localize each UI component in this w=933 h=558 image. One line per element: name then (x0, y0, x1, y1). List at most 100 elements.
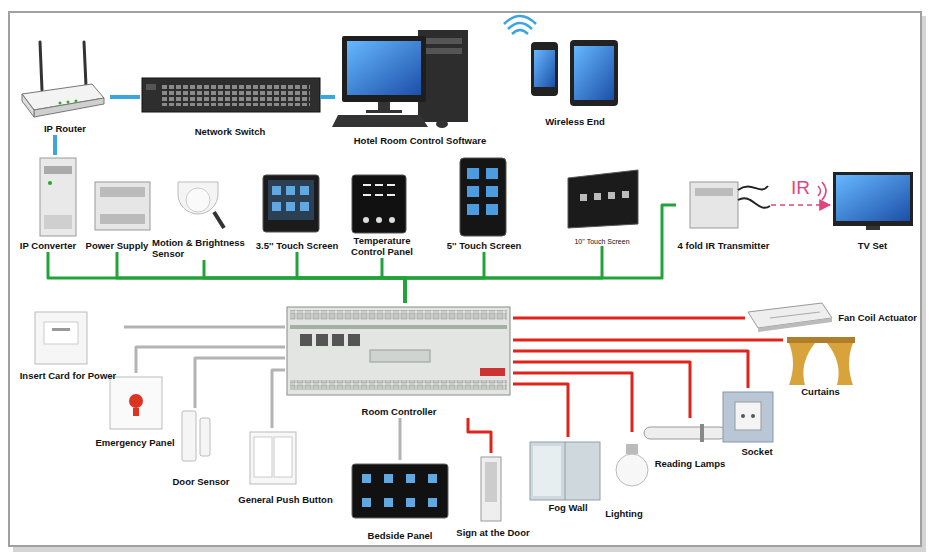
touch-screen-icon (268, 180, 314, 220)
router-icon (67, 101, 70, 104)
touch-screen-icon (594, 193, 601, 200)
room-controller: Room Controller (285, 303, 513, 418)
bedside-panel-icon (352, 464, 448, 518)
device-label: Sign at the Door (456, 528, 529, 539)
output-wire (513, 317, 745, 320)
output-wire (468, 418, 491, 453)
output-wire (513, 373, 632, 432)
door-sign-icon (481, 457, 501, 521)
emergency-panel: Emergency Panel (92, 373, 178, 449)
curtain-icon (789, 343, 815, 385)
controller-icon (290, 325, 507, 329)
device-label: 10'' Touch Screen (574, 238, 629, 246)
wireless-icon (574, 46, 614, 100)
touch-screen-icon (580, 194, 587, 201)
socket-icon (751, 414, 755, 418)
fan-coil-actuator: Fan Coil Actuator (745, 303, 917, 333)
controller-icon (300, 334, 312, 346)
tv-icon (866, 226, 880, 230)
device-label: Room Controller (362, 407, 437, 418)
ip-converter: IP Converter (14, 155, 82, 252)
card-switch-icon (35, 312, 87, 364)
bedside-panel: Bedside Panel (350, 460, 450, 542)
router-icon (34, 98, 104, 117)
touch-screen-icon (300, 202, 309, 211)
router-icon (40, 42, 42, 90)
push-button-icon (250, 432, 296, 484)
converter-icon (40, 158, 76, 236)
push-button-icon (250, 432, 296, 484)
device-label: Motion & Brightness Sensor (152, 238, 256, 260)
emergency-icon (133, 408, 139, 416)
controller-icon (287, 307, 510, 395)
sensor-icon (214, 212, 224, 228)
wireless-end: Wireless End (525, 38, 625, 128)
touch-screen: 3.5'' Touch Screen (258, 172, 336, 252)
bedside-panel-icon (384, 498, 393, 507)
power-supply-icon (100, 214, 145, 224)
computer-icon (342, 36, 426, 102)
thermostat-icon (375, 194, 383, 196)
converter-icon (40, 158, 76, 236)
network-cable (320, 95, 335, 99)
wireless-icon (508, 23, 532, 29)
ir-transmitter-icon (738, 186, 768, 190)
touch-screen-icon (568, 170, 638, 228)
touch-screen: 5'' Touch Screen (443, 155, 525, 252)
reading-lamp-icon (644, 424, 726, 442)
network-cable (53, 135, 57, 155)
door-sensor-icon (182, 411, 210, 461)
touch-screen-icon (286, 186, 295, 195)
bedside-panel-icon (362, 474, 371, 483)
device-label: Curtains (801, 387, 840, 398)
computer-icon (436, 120, 448, 128)
touch-screen-icon (300, 186, 309, 195)
output-wire (513, 384, 568, 437)
device-label: Socket (741, 447, 772, 458)
bus-line (204, 260, 405, 303)
touch-screen-icon (467, 186, 479, 197)
output-wire (513, 339, 783, 342)
touch-screen-icon (568, 170, 638, 228)
device-label: Door Sensor (172, 477, 229, 488)
touch-screen-icon (460, 158, 506, 236)
controller-icon (290, 310, 507, 320)
touch-screen-icon (263, 175, 319, 232)
network-cable (110, 95, 140, 99)
emergency-icon (129, 394, 143, 408)
sensor-icon (178, 182, 224, 228)
controller-icon (480, 368, 505, 376)
computer-icon (347, 41, 421, 95)
socket-icon (741, 414, 745, 418)
thermostat-icon (375, 184, 383, 186)
controller-icon (332, 334, 344, 346)
device-label: Fog Wall (548, 503, 587, 514)
switch-icon (146, 84, 156, 90)
input-wire (136, 347, 285, 373)
curtains: Curtains (783, 333, 858, 398)
socket-icon (735, 402, 761, 430)
bedside-panel-icon (384, 474, 393, 483)
door-sensor-icon (200, 418, 210, 456)
power-supply-icon (95, 182, 150, 230)
wireless-icon (531, 42, 558, 96)
device-label: Emergency Panel (95, 438, 174, 449)
curtain-icon (787, 337, 855, 385)
reading-lamp-icon (644, 427, 726, 439)
thermostat-icon (352, 175, 406, 233)
computer-icon (366, 110, 402, 113)
ir-signal (771, 204, 830, 206)
device-label: IP Router (44, 124, 86, 135)
touch-screen-icon (467, 204, 479, 215)
socket-icon (723, 392, 773, 442)
touch-screen-icon (486, 168, 498, 179)
controller-icon (290, 380, 507, 390)
ir-waves (818, 182, 826, 200)
fog-wall-icon (565, 442, 566, 500)
device-label: 5'' Touch Screen (447, 241, 522, 252)
device-label: Hotel Room Control Software (354, 136, 486, 147)
device-label: Bedside Panel (368, 531, 433, 542)
switch-icon (160, 84, 310, 106)
device-label: Wireless End (545, 117, 605, 128)
router-icon (22, 42, 104, 117)
